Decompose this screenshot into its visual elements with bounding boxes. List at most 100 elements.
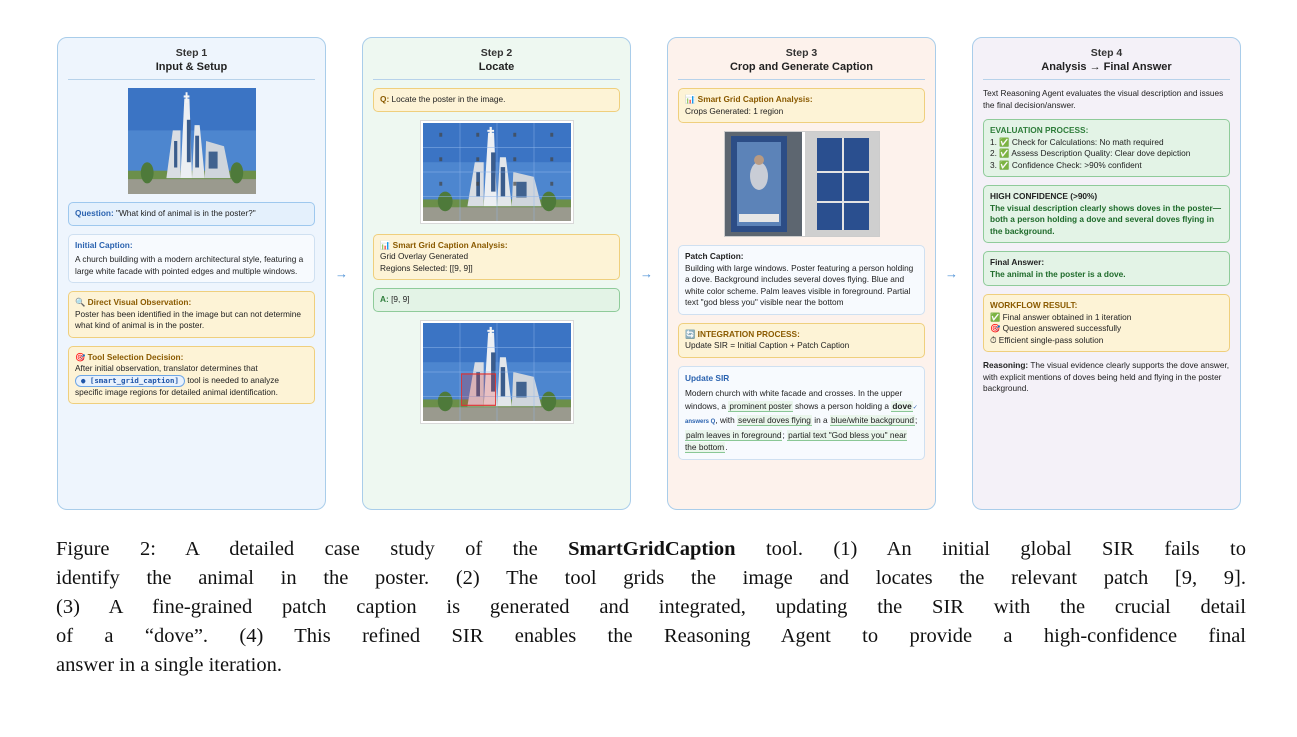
caption-line: of a “dove”. (4) This refined SIR enable…	[56, 622, 1246, 651]
evaluation-box: EVALUATION PROCESS: 1. ✅ Check for Calcu…	[983, 119, 1230, 177]
grid-analysis-line-2: Regions Selected: [[9, 9]]	[380, 263, 613, 275]
church-photo	[128, 88, 256, 194]
bar-chart-icon: 📊	[685, 94, 695, 104]
sir-highlight: blue/white background	[830, 415, 915, 426]
arrow-icon: →	[945, 266, 958, 281]
evaluation-item: 1. ✅ Check for Calculations: No math req…	[990, 137, 1223, 149]
sir-text: shows a person holding a	[795, 401, 889, 411]
step-1-header: Step 1 Input & Setup	[68, 46, 315, 80]
confidence-title: HIGH CONFIDENCE (>90%)	[990, 191, 1223, 203]
step-4-panel: Step 4 Analysis → Final Answer Text Reas…	[972, 37, 1241, 510]
arrow-icon: →	[640, 266, 653, 281]
tool-selection-title: Tool Selection Decision:	[88, 352, 184, 362]
patch-caption-title: Patch Caption:	[685, 251, 918, 263]
integration-box: 🔄 INTEGRATION PROCESS: Update SIR = Init…	[678, 323, 925, 358]
tool-name-chip: ● [smart_grid_caption]	[75, 375, 185, 387]
direct-observation-title: Direct Visual Observation:	[88, 297, 192, 307]
sir-highlight: prominent poster	[728, 401, 792, 412]
workflow-title: WORKFLOW RESULT:	[990, 300, 1223, 312]
workflow-item: ✅ Final answer obtained in 1 iteration	[990, 312, 1223, 324]
patch-caption-box: Patch Caption: Building with large windo…	[678, 245, 925, 315]
step-4-header: Step 4 Analysis → Final Answer	[983, 46, 1230, 80]
caption-rest: tool. (1) An initial global SIR fails to	[736, 538, 1246, 560]
grid-analysis-line-1: Grid Overlay Generated	[380, 251, 613, 263]
step-title: Crop and Generate Caption	[678, 60, 925, 75]
sir-highlight: palm leaves in foreground	[685, 430, 782, 441]
answer-label: A:	[380, 294, 389, 304]
step-title: Locate	[373, 60, 620, 75]
final-answer-title: Final Answer:	[990, 257, 1223, 269]
caption-line: (3) A fine-grained patch caption is gene…	[56, 593, 1246, 622]
direct-observation-box: 🔍 Direct Visual Observation: Poster has …	[68, 291, 315, 338]
selected-region-image	[420, 320, 574, 424]
target-icon: 🎯	[75, 352, 85, 362]
step-number: Step 1	[68, 46, 315, 60]
direct-observation-text: Poster has been identified in the image …	[75, 309, 308, 332]
step-number: Step 3	[678, 46, 925, 60]
caption-line: identify the animal in the poster. (2) T…	[56, 564, 1246, 593]
step-2-header: Step 2 Locate	[373, 46, 620, 80]
question-label: Question:	[75, 208, 114, 218]
evaluation-item: 3. ✅ Confidence Check: >90% confident	[990, 160, 1223, 172]
query-text: Locate the poster in the image.	[392, 94, 506, 104]
workflow-item: ⏱ Efficient single-pass solution	[990, 335, 1223, 347]
question-box: Question: "What kind of animal is in the…	[68, 202, 315, 226]
bar-chart-icon: 📊	[380, 240, 390, 250]
update-sir-text: Modern church with white facade and cros…	[685, 387, 918, 454]
integration-title: INTEGRATION PROCESS:	[698, 329, 800, 339]
step-2-panel: Step 2 Locate Q: Locate the poster in th…	[362, 37, 631, 510]
step-1-panel: Step 1 Input & Setup Question: "What kin…	[57, 37, 326, 510]
arrow-icon: →	[335, 266, 348, 281]
sir-highlight-dove: dove	[891, 401, 912, 412]
tool-selection-text: After initial observation, translator de…	[75, 363, 308, 398]
caption-prefix: Figure 2: A detailed case study of the	[56, 538, 568, 560]
confidence-box: HIGH CONFIDENCE (>90%) The visual descri…	[983, 185, 1230, 243]
reasoning-text: Reasoning: The visual evidence clearly s…	[983, 360, 1230, 395]
tool-name: [smart_grid_caption]	[90, 376, 179, 385]
initial-caption-title: Initial Caption:	[75, 240, 308, 252]
figure-caption: Figure 2: A detailed case study of the S…	[56, 535, 1246, 680]
initial-caption-text: A church building with a modern architec…	[75, 254, 308, 277]
answer-box: A: [9, 9]	[373, 288, 620, 312]
evaluation-item: 2. ✅ Assess Description Quality: Clear d…	[990, 148, 1223, 160]
crop-analysis-line: Crops Generated: 1 region	[685, 106, 918, 118]
final-answer-text: The animal in the poster is a dove.	[990, 269, 1223, 281]
crop-analysis-box: 📊 Smart Grid Caption Analysis: Crops Gen…	[678, 88, 925, 123]
sir-text: , with	[715, 415, 734, 425]
patch-caption-text: Building with large windows. Poster feat…	[685, 263, 918, 309]
magnifier-icon: 🔍	[75, 297, 85, 307]
grid-analysis-title: Smart Grid Caption Analysis:	[393, 240, 508, 250]
workflow-result-box: WORKFLOW RESULT: ✅ Final answer obtained…	[983, 294, 1230, 352]
step-title: Analysis → Final Answer	[983, 60, 1230, 75]
workflow-item: 🎯 Question answered successfully	[990, 323, 1223, 335]
caption-line: answer in a single iteration.	[56, 651, 1246, 680]
tool-selection-box: 🎯 Tool Selection Decision: After initial…	[68, 346, 315, 405]
confidence-text: The visual description clearly shows dov…	[990, 203, 1223, 238]
sir-highlight: several doves flying	[737, 415, 812, 426]
question-text: "What kind of animal is in the poster?"	[116, 208, 256, 218]
step-title: Input & Setup	[68, 60, 315, 75]
query-box: Q: Locate the poster in the image.	[373, 88, 620, 112]
sir-text: ;	[782, 430, 784, 440]
step-4-intro: Text Reasoning Agent evaluates the visua…	[983, 88, 1230, 111]
step-3-panel: Step 3 Crop and Generate Caption 📊 Smart…	[667, 37, 936, 510]
cropped-patch-image	[724, 131, 880, 237]
reasoning-label: Reasoning:	[983, 360, 1028, 370]
initial-caption-box: Initial Caption: A church building with …	[68, 234, 315, 284]
cycle-icon: 🔄	[685, 329, 695, 339]
step-3-header: Step 3 Crop and Generate Caption	[678, 46, 925, 80]
evaluation-title: EVALUATION PROCESS:	[990, 125, 1223, 137]
final-answer-box: Final Answer: The animal in the poster i…	[983, 251, 1230, 286]
integration-text: Update SIR = Initial Caption + Patch Cap…	[685, 340, 918, 352]
step-number: Step 4	[983, 46, 1230, 60]
sir-text: in a	[814, 415, 827, 425]
grid-analysis-box: 📊 Smart Grid Caption Analysis: Grid Over…	[373, 234, 620, 281]
answer-text: [9, 9]	[391, 294, 409, 304]
caption-tool-name: SmartGridCaption	[568, 538, 735, 560]
tool-selection-pre: After initial observation, translator de…	[75, 363, 258, 373]
step-number: Step 2	[373, 46, 620, 60]
sir-text: .	[725, 442, 727, 452]
grid-overlay-image	[420, 120, 574, 224]
update-sir-title: Update SIR	[685, 372, 918, 385]
caption-line: Figure 2: A detailed case study of the S…	[56, 535, 1246, 564]
